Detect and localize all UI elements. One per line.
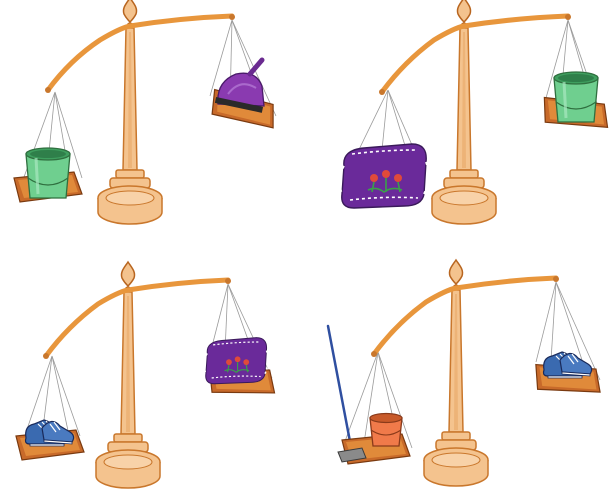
orange-bucket-icon <box>370 414 402 447</box>
scale-beam <box>46 280 228 356</box>
blue-sneakers-icon <box>544 352 592 378</box>
scale-top-right <box>339 0 609 224</box>
scale-bottom-right <box>328 260 604 486</box>
green-bucket-icon <box>554 72 598 122</box>
purple-cushion-icon <box>339 144 428 208</box>
green-bucket-icon <box>26 148 70 198</box>
scale-beam <box>382 16 568 92</box>
scale-top-left <box>14 0 281 224</box>
scale-bottom-left <box>16 262 278 488</box>
scale-beam <box>374 278 556 354</box>
scale-beam <box>48 16 232 90</box>
scale-stand <box>424 260 488 486</box>
broom-icon <box>328 326 352 452</box>
scale-stand <box>96 262 160 488</box>
purple-cushion-icon <box>204 338 268 384</box>
